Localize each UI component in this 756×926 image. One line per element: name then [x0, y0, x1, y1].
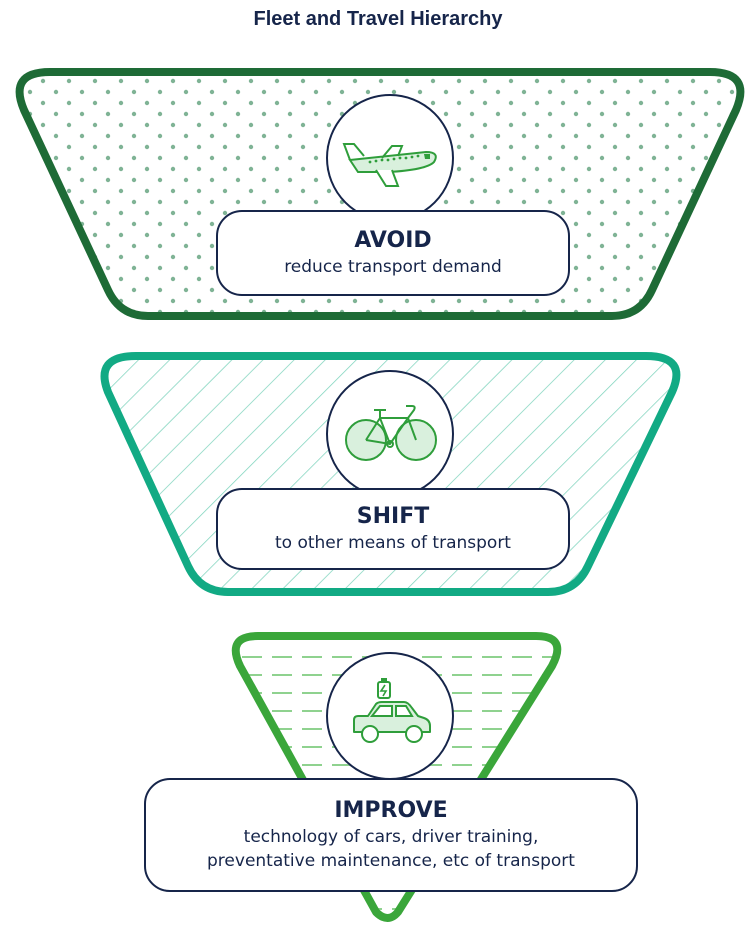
shift-icon-circle: [326, 370, 454, 498]
avoid-icon-circle: [326, 94, 454, 222]
improve-description-line2: preventative maintenance, etc of transpo…: [207, 851, 575, 871]
airplane-icon: [342, 143, 437, 187]
improve-description-line1: technology of cars, driver training,: [243, 827, 539, 847]
avoid-description: reduce transport demand: [284, 257, 502, 277]
bicycle-icon: [345, 405, 437, 461]
shift-description: to other means of transport: [275, 533, 511, 553]
avoid-label-box: AVOID reduce transport demand: [216, 210, 570, 296]
electric-car-icon: [353, 678, 431, 743]
improve-label-box: IMPROVE technology of cars, driver train…: [144, 778, 638, 892]
diagram-title: Fleet and Travel Hierarchy: [253, 8, 503, 30]
improve-heading: IMPROVE: [334, 798, 448, 823]
shift-label-box: SHIFT to other means of transport: [216, 488, 570, 570]
avoid-heading: AVOID: [354, 228, 432, 253]
improve-icon-circle: [326, 652, 454, 780]
shift-heading: SHIFT: [356, 504, 430, 529]
